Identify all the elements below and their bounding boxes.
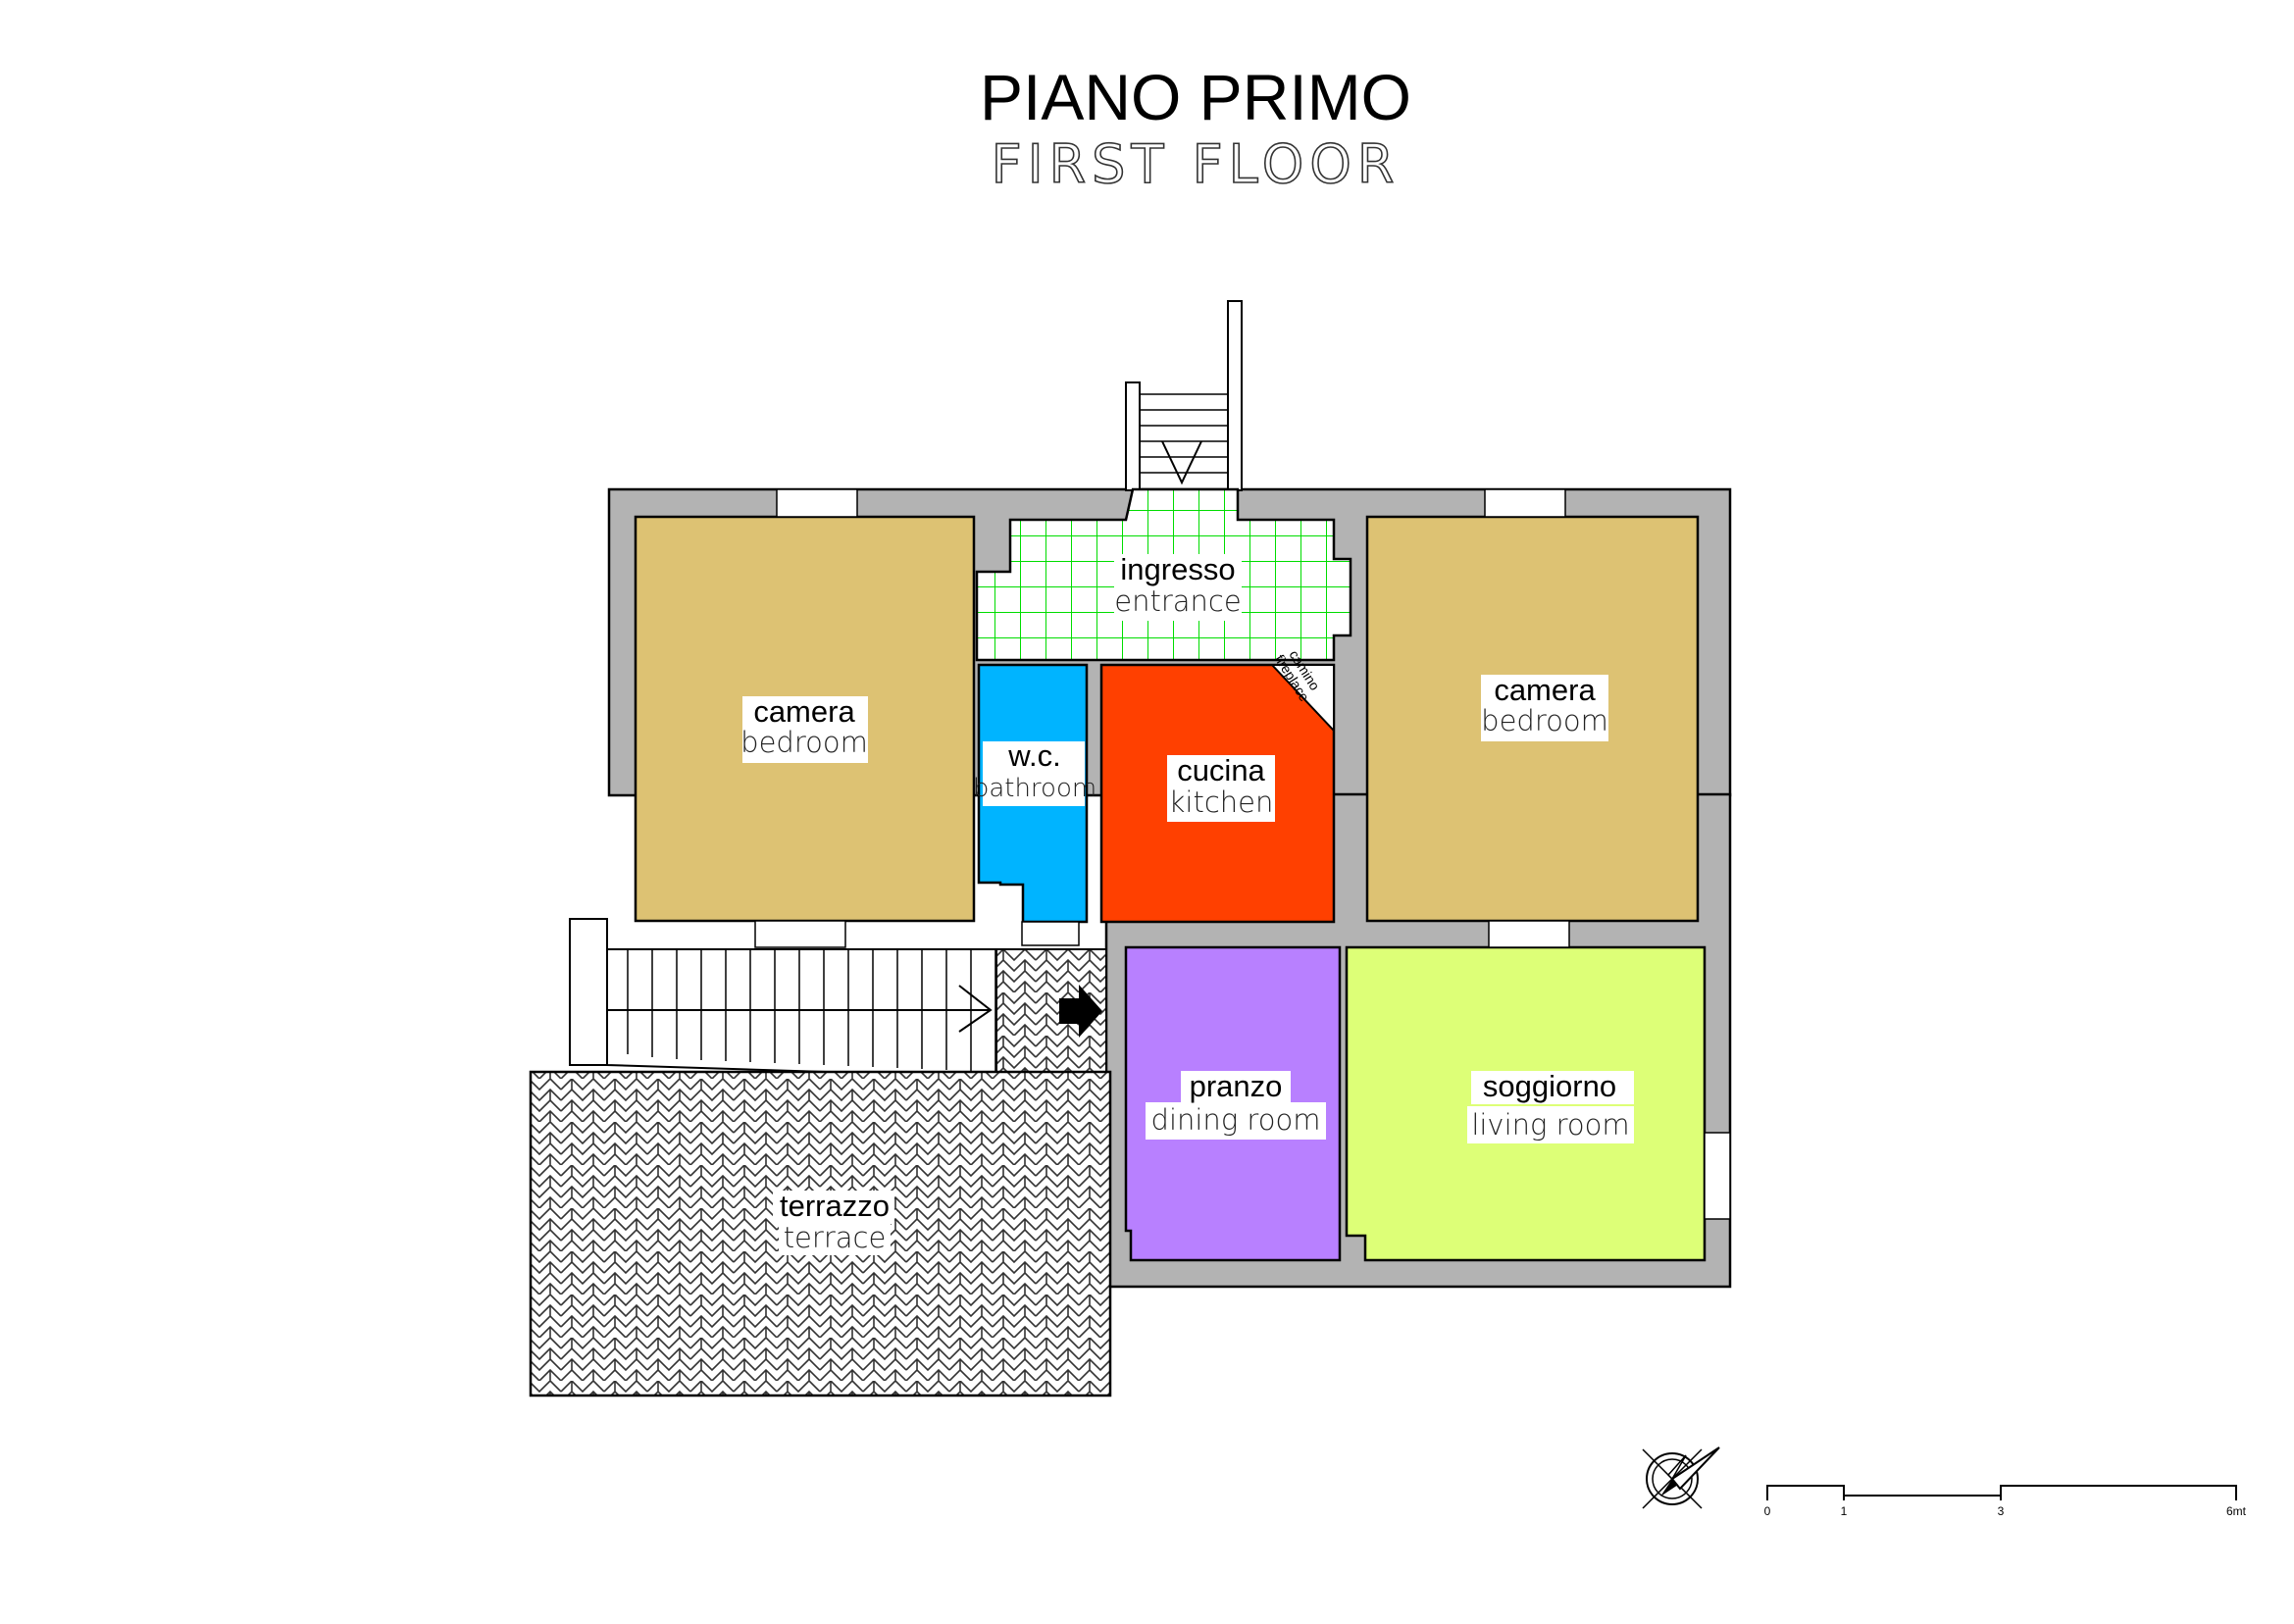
label-bedroom-right-it: camera [1494, 673, 1596, 707]
entry-arrow-icon [1059, 985, 1102, 1038]
label-bathroom-en: bathroom [973, 774, 1096, 803]
terrace-stair [569, 918, 1107, 1083]
title-it: PIANO PRIMO [980, 61, 1411, 133]
title-en: FIRST FLOOR [992, 133, 1401, 195]
openings [754, 488, 1731, 1220]
label-living-en: living room [1471, 1108, 1629, 1142]
label-bedroom-left-it: camera [753, 694, 855, 729]
entry-stair [1125, 300, 1243, 491]
fireplace [1269, 664, 1335, 734]
scale-bar: 0 1 3 6mt [1764, 1485, 2247, 1518]
label-living-it: soggiorno [1483, 1069, 1616, 1103]
label-bedroom-right-en: bedroom [1481, 704, 1608, 737]
label-bathroom-it: w.c. [1007, 738, 1060, 773]
label-kitchen-it: cucina [1177, 753, 1265, 787]
label-dining-it: pranzo [1190, 1069, 1283, 1103]
label-bedroom-left-en: bedroom [740, 726, 868, 759]
label-dining-en: dining room [1151, 1103, 1321, 1137]
label-terrace-it: terrazzo [780, 1189, 890, 1223]
label-kitchen-en: kitchen [1169, 786, 1274, 819]
scale-tick-1: 1 [1841, 1504, 1848, 1518]
scale-tick-0: 0 [1764, 1504, 1771, 1518]
scale-tick-3: 3 [1998, 1504, 2005, 1518]
label-entrance-en: entrance [1114, 584, 1241, 618]
label-entrance-it: ingresso [1120, 552, 1235, 586]
label-terrace-en: terrace [784, 1221, 887, 1254]
scale-tick-6: 6mt [2226, 1504, 2247, 1518]
compass-rose-icon [1642, 1446, 1720, 1509]
